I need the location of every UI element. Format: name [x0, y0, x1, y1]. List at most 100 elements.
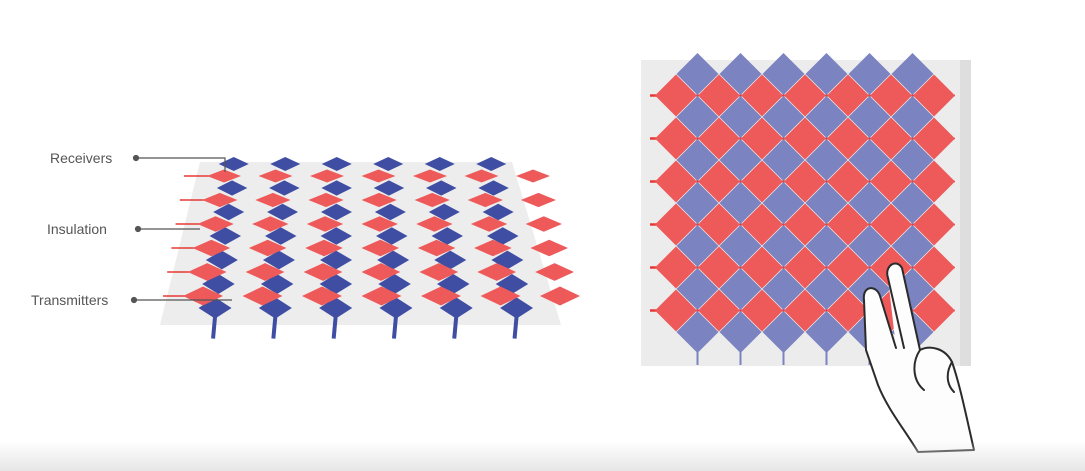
receiver-diamond-top: [870, 203, 912, 246]
transmitter-diamond-top: [719, 268, 762, 310]
transmitter-diamond: [270, 157, 301, 171]
bottom-edge-shade: [0, 441, 1085, 471]
receiver-diamond-top: [784, 203, 826, 246]
transmitter-diamond-top: [676, 268, 719, 310]
receiver-diamond: [480, 286, 521, 306]
receiver-diamond-top: [913, 203, 955, 246]
receiver-diamond-top: [655, 117, 697, 160]
receiver-diamond: [520, 192, 556, 208]
receiver-diamond-top: [827, 289, 869, 332]
transmitter-diamond: [262, 250, 295, 270]
receiver-diamond-top: [655, 246, 697, 289]
transmitter-diamond: [376, 227, 408, 245]
pointing-two-fingers-hand-icon: [862, 262, 975, 453]
receiver-diamond-top: [913, 74, 955, 117]
transmitter-diamond-top: [719, 53, 762, 95]
receiver-diamond: [477, 263, 517, 281]
receiver-diamond: [470, 216, 508, 232]
receiver-diamond-top: [913, 117, 955, 160]
transmitter-diamond-top: [891, 225, 934, 267]
transmitter-diamond: [431, 227, 463, 245]
receiver-diamond-top: [741, 289, 783, 332]
receiver-diamond-top: [827, 74, 869, 117]
transmitter-diamond: [379, 297, 413, 319]
transmitter-diamond-top: [805, 53, 848, 95]
receiver-diamond-top: [784, 246, 826, 289]
transmitter-diamond-top: [719, 182, 762, 224]
receiver-diamond-top: [784, 289, 826, 332]
receiver-diamond-top: [827, 117, 869, 160]
transmitter-diamond: [482, 203, 514, 221]
receiver-diamond: [252, 216, 289, 232]
transmitter-diamond-top: [891, 53, 934, 95]
receiver-diamond-top: [698, 160, 740, 203]
insulation-leader-dot: [134, 225, 142, 233]
transmitter-diamond-top: [762, 96, 805, 138]
receivers-label: Receivers: [50, 150, 112, 166]
receiver-diamond: [192, 239, 231, 257]
receiver-diamond: [183, 286, 223, 306]
receiver-diamond: [255, 192, 291, 208]
receiver-diamond: [361, 239, 400, 257]
receiver-diamond-top: [741, 117, 783, 160]
transmitter-diamond-top: [805, 225, 848, 267]
transmitter-diamond-top: [891, 139, 934, 181]
transmitter-stem: [452, 316, 459, 339]
receivers-leader: [136, 157, 226, 172]
receiver-diamond: [361, 263, 401, 281]
receiver-diamond: [258, 169, 293, 183]
transmitter-diamond-top: [805, 311, 848, 353]
transmitter-diamond: [426, 180, 457, 196]
receiver-diamond: [530, 239, 568, 257]
transmitter-stem: [271, 316, 278, 339]
transmitter-diamond: [213, 203, 245, 221]
receiver-diamond-top: [784, 74, 826, 117]
perspective-sensor-layers: [160, 157, 580, 339]
transmitter-diamond: [321, 180, 352, 196]
transmitter-diamond-top: [805, 139, 848, 181]
transmitter-diamond: [320, 203, 352, 221]
receiver-diamond-top: [870, 117, 912, 160]
receiver-diamond: [248, 239, 287, 257]
transmitter-bottom-stems: [211, 316, 519, 339]
receiver-diamond-top: [655, 160, 697, 203]
receiver-diamond: [419, 263, 459, 281]
receiver-diamond-top: [784, 160, 826, 203]
receiver-diamond-top: [827, 246, 869, 289]
receiver-diamond-top: [870, 74, 912, 117]
transmitter-stem: [211, 316, 218, 339]
receiver-diamond: [417, 239, 456, 257]
transmitter-diamond: [476, 157, 507, 171]
receiver-diamond-top: [698, 246, 740, 289]
transmitter-diamond-top: [848, 96, 891, 138]
transmitter-diamond-top: [848, 182, 891, 224]
receiver-diamond: [305, 239, 343, 257]
transmitter-diamond: [216, 180, 248, 196]
receiver-diamond: [525, 216, 562, 232]
receiver-diamond-top: [827, 160, 869, 203]
transmitter-diamond-top: [848, 53, 891, 95]
receiver-diamond: [361, 216, 398, 232]
transmitter-diamond-top: [676, 182, 719, 224]
receiver-diamond: [207, 169, 241, 183]
receiver-diamond: [540, 286, 580, 306]
transmitter-diamond-top: [676, 139, 719, 181]
labels: Receivers Insulation Transmitters: [31, 150, 112, 308]
receiver-diamond: [361, 286, 402, 306]
receiver-diamond-top: [741, 246, 783, 289]
receiver-diamond-top: [741, 203, 783, 246]
transmitter-diamond-top: [805, 96, 848, 138]
transmitter-diamond-top: [891, 96, 934, 138]
transmitter-diamond: [428, 203, 460, 221]
transmitter-diamond-top: [762, 225, 805, 267]
transmitter-electrodes-top: [676, 53, 934, 365]
insulation-label: Insulation: [47, 221, 107, 237]
receiver-diamond-top: [655, 203, 697, 246]
transmitter-diamond-top: [719, 96, 762, 138]
receiver-diamond-top: [698, 117, 740, 160]
transmitter-diamond: [373, 157, 404, 171]
transmitter-diamond-top: [676, 53, 719, 95]
transmitter-diamond-top: [676, 311, 719, 353]
receiver-diamond-top: [913, 289, 955, 332]
